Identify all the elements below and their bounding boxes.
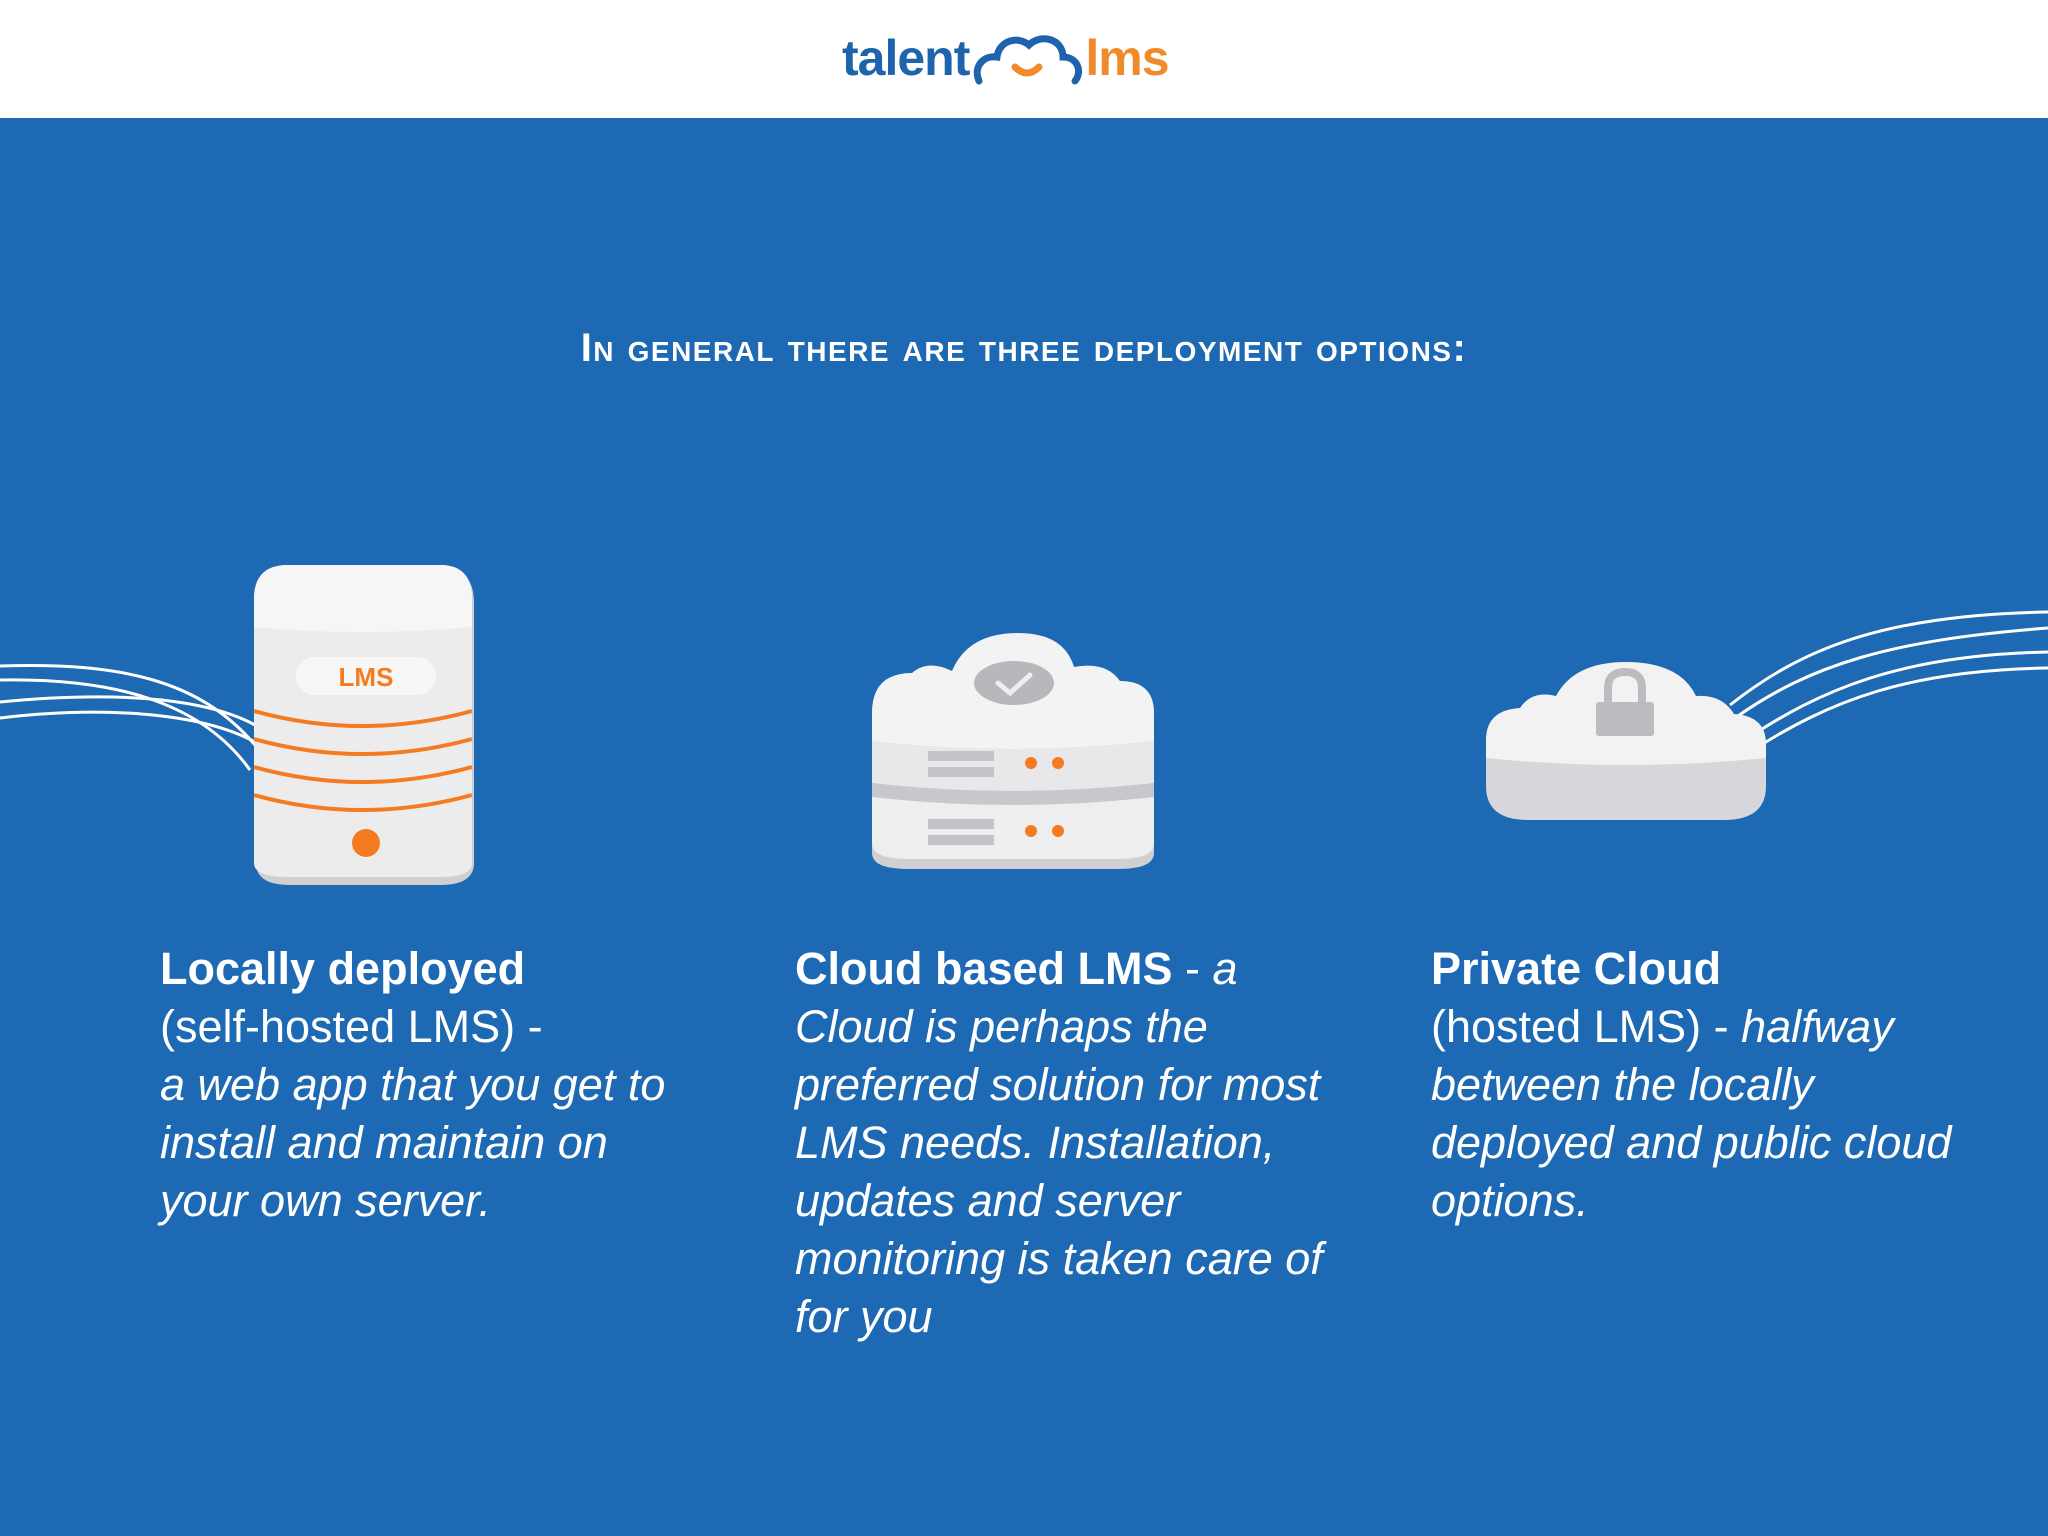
talentlms-logo[interactable]: talent lms: [842, 26, 1170, 90]
option-cloud-based: Cloud based LMS - a Cloud is perhaps the…: [795, 940, 1335, 1346]
header: talent lms: [0, 0, 2048, 118]
cloud-server-icon: [872, 633, 1154, 869]
option-description: a Cloud is perhaps the preferred solutio…: [795, 943, 1323, 1342]
logo-lms-text: lms: [1085, 30, 1169, 86]
option-subtitle: (self-hosted LMS) -: [160, 1001, 543, 1052]
logo-talent-text: talent: [842, 30, 970, 86]
option-private-cloud: Private Cloud (hosted LMS) - halfway bet…: [1431, 940, 1971, 1230]
server-label: LMS: [339, 662, 394, 692]
logo-cloud-icon: [974, 35, 1083, 85]
option-description: a web app that you get to install and ma…: [160, 1059, 666, 1226]
local-server-icon: LMS: [253, 565, 474, 885]
option-title: Private Cloud: [1431, 943, 1722, 994]
page-title: In general there are three deployment op…: [580, 326, 1468, 370]
option-separator: -: [1172, 943, 1213, 994]
option-locally-deployed: Locally deployed (self-hosted LMS) - a w…: [160, 940, 700, 1230]
option-description: halfway between the locally deployed and…: [1431, 1001, 1952, 1226]
private-cloud-lock-icon: [1486, 662, 1766, 820]
option-subtitle: (hosted LMS) -: [1431, 1001, 1729, 1052]
option-title: Cloud based LMS: [795, 943, 1173, 994]
option-title: Locally deployed: [160, 943, 526, 994]
